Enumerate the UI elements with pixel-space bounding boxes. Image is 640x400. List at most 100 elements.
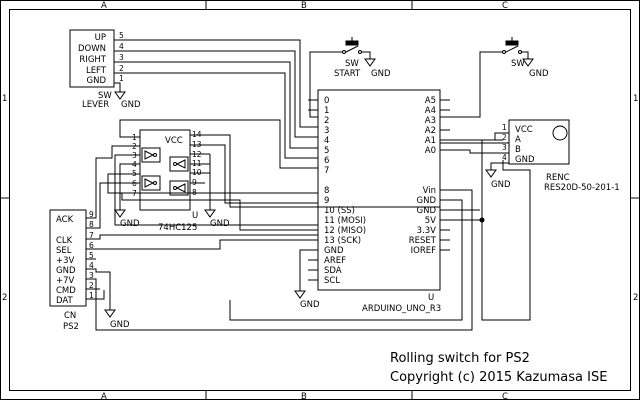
start-switch-type: SW — [345, 59, 359, 69]
buffer-ref: U — [192, 211, 198, 221]
arduino-pin-gnd: GND — [324, 246, 344, 256]
row-label-1: 1 — [2, 94, 7, 104]
connector-label-ack: ACK — [56, 215, 74, 225]
row-label-2: 2 — [2, 293, 7, 303]
lever-label-right: RIGHT — [79, 55, 106, 65]
lever-label-left: LEFT — [86, 66, 107, 76]
connector-pin-6: 6 — [89, 241, 94, 250]
arduino-pin-7: 7 — [324, 166, 329, 176]
connector-label-3v: +3V — [56, 256, 75, 266]
arduino-ref: U — [428, 293, 434, 303]
encoder-pin-2: 2 — [502, 133, 507, 142]
buffer-gates — [141, 147, 189, 196]
connector-pin-7: 7 — [89, 231, 94, 240]
arduino-pin-9: 9 — [324, 196, 329, 206]
col-label-b-bottom: B — [301, 392, 307, 400]
buffer-vcc: VCC — [165, 136, 183, 146]
arduino-name: ARDUINO_UNO_R3 — [362, 304, 441, 314]
lever-body — [69, 29, 115, 88]
col-label-a-bottom: A — [101, 392, 107, 400]
lever-pin-3: 3 — [119, 53, 124, 62]
arduino-pin-gnd-r2: GND — [417, 206, 437, 216]
arduino-pin-a0: A0 — [425, 146, 436, 156]
inner-frame — [9, 9, 631, 391]
connector-label-cmd: CMD — [56, 286, 76, 296]
arduino-pin-3v3: 3.3V — [417, 226, 437, 236]
encoder-name: RES20D-50-201-1 — [544, 183, 620, 193]
connector-pin-8: 8 — [89, 220, 94, 229]
arduino-left-pins: 0 1 2 3 4 5 6 7 8 9 10 (SS) 11 (MOSI) 12… — [324, 96, 366, 286]
arduino-pin-a1: A1 — [425, 136, 436, 146]
encoder-type: RENC — [546, 173, 570, 183]
lever-gnd-label: GND — [121, 100, 141, 110]
arduino-pin-a5: A5 — [425, 96, 436, 106]
encoder-pin-3: 3 — [502, 143, 507, 152]
connector-body — [49, 209, 87, 307]
start-switch-name: START — [334, 69, 361, 79]
arduino-pin-5: 5 — [324, 146, 329, 156]
buffer-gnd-label-left: GND — [120, 219, 140, 229]
arduino-pin-gnd-r1: GND — [417, 196, 437, 206]
arduino-pin-10: 10 (SS) — [324, 206, 355, 216]
arduino-pin-scl: SCL — [324, 276, 340, 286]
arduino-pin-a2: A2 — [425, 126, 436, 136]
arduino-pin-12: 12 (MISO) — [324, 226, 366, 236]
buffer-name: 74HC125 — [158, 223, 197, 233]
start-switch — [309, 37, 376, 118]
col-label-a: A — [101, 1, 107, 11]
lever-label-down: DOWN — [78, 44, 106, 54]
row-label-2-right: 2 — [633, 293, 638, 303]
arduino-pin-3: 3 — [324, 126, 329, 136]
arduino-pin-2: 2 — [324, 116, 329, 126]
arduino-gnd-label: GND — [300, 300, 320, 310]
connector-pin-1: 1 — [89, 291, 94, 300]
arduino-pin-6: 6 — [324, 156, 329, 166]
arduino-pin-aref: AREF — [324, 256, 346, 266]
start-switch-contact-left — [342, 50, 346, 54]
col-label-c-bottom: C — [502, 392, 508, 400]
sw2-contact-right — [518, 50, 522, 54]
title-text: Rolling switch for PS2 — [390, 351, 530, 366]
buffer-wires — [96, 119, 440, 231]
arduino-pin-13: 13 (SCK) — [324, 236, 361, 246]
sw2-gnd-label: GND — [529, 69, 549, 79]
sw2-type: SW — [511, 59, 525, 69]
encoder-label-a: A — [515, 135, 521, 145]
encoder-knob — [552, 125, 568, 141]
arduino-pin-8: 8 — [324, 186, 329, 196]
arduino-pin-0: 0 — [324, 96, 329, 106]
arduino-pin-1: 1 — [324, 106, 329, 116]
connector-label-gnd: GND — [56, 266, 76, 276]
lever-label-up: UP — [95, 33, 106, 43]
encoder-pin-4: 4 — [502, 153, 507, 162]
lever-wires — [114, 39, 318, 159]
arduino-right-pins: A5 A4 A3 A2 A1 A0 Vin GND GND 5V 3.3V RE… — [409, 96, 437, 256]
lever-type: SW — [98, 91, 112, 101]
connector-pin-4: 4 — [89, 261, 94, 270]
lever-label-gnd: GND — [87, 76, 107, 86]
arduino-pin-5v: 5V — [425, 216, 436, 226]
arduino-unused-pin-stubs — [308, 99, 450, 281]
arduino-pin-11: 11 (MOSI) — [324, 216, 366, 226]
encoder-body — [508, 119, 570, 165]
lever-pin-4: 4 — [119, 42, 124, 51]
arduino-pin-sda: SDA — [324, 266, 342, 276]
start-switch-gnd-label: GND — [371, 69, 391, 79]
buffer-gnd-label-right: GND — [210, 219, 230, 229]
row-label-1-right: 1 — [633, 94, 638, 104]
start-switch-contact-right — [358, 50, 362, 54]
connector-label-sel: SEL — [56, 246, 72, 256]
junction-5v — [479, 217, 485, 223]
connector-gnd-label: GND — [110, 320, 130, 330]
connector-pin-2: 2 — [89, 281, 94, 290]
arduino-pin-reset: RESET — [409, 236, 437, 246]
encoder-label-b: B — [515, 145, 521, 155]
arduino-gnd-symbol — [294, 249, 318, 299]
connector-pin-9: 9 — [89, 210, 94, 219]
col-label-b: B — [301, 1, 307, 11]
connector-label-dat: DAT — [56, 296, 74, 306]
col-label-c: C — [502, 1, 508, 11]
sw2 — [440, 37, 534, 118]
